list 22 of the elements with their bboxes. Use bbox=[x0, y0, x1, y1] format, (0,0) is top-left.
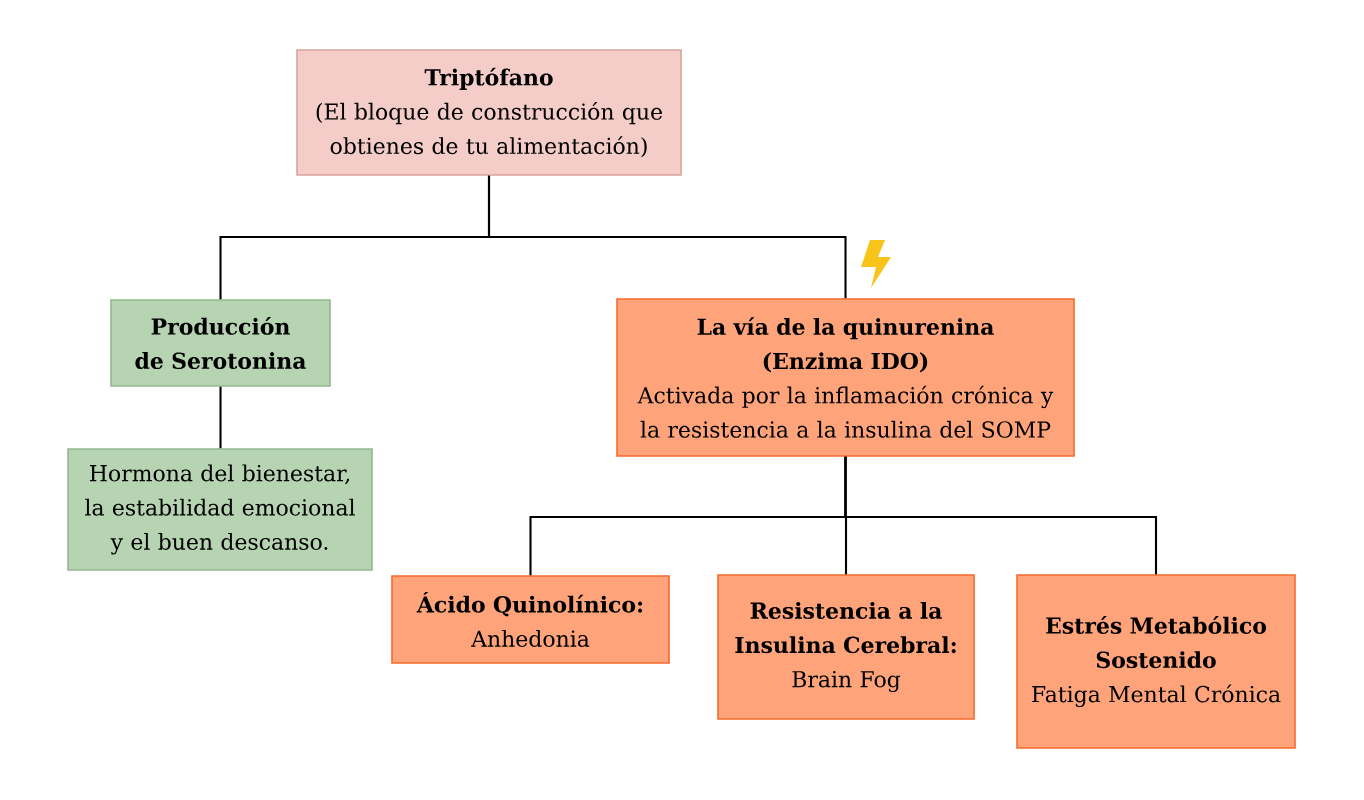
node-text: Hormona del bienestar, la estabilidad emocional y el buen descanso. bbox=[85, 464, 355, 555]
concept-box bbox=[616, 298, 1075, 457]
concept-box bbox=[1016, 574, 1296, 749]
node-text: Anhedonia bbox=[471, 629, 590, 647]
node-title: Ácido Quinolínico: bbox=[416, 592, 643, 617]
concept-box bbox=[391, 575, 670, 664]
concept-box bbox=[717, 574, 975, 720]
concept-box bbox=[110, 299, 331, 387]
node-text: Fatiga Mental Crónica bbox=[1032, 684, 1281, 707]
concept-box bbox=[67, 448, 373, 571]
node-title: Triptófano bbox=[424, 67, 553, 90]
connector-line bbox=[844, 456, 1158, 575]
node-text: Brain Fog bbox=[792, 671, 901, 693]
concept-box bbox=[296, 49, 682, 176]
node-title: La vía de la quinurenina (Enzima IDO) bbox=[697, 317, 994, 373]
node-title: Resistencia a la Insulina Cerebral: bbox=[735, 601, 956, 654]
node-title: Estrés Metabólico Sostenido bbox=[1046, 616, 1267, 669]
node-title: Producción de Serotonina bbox=[135, 316, 306, 370]
node-text: Activada por la inflamación crónica y la resistencia a la insulina del SOMP bbox=[637, 385, 1054, 438]
connector-line bbox=[219, 386, 222, 449]
node-text: (El bloque de construcción que obtienes de tu alimentación) bbox=[316, 102, 662, 158]
connector-line bbox=[487, 175, 847, 299]
